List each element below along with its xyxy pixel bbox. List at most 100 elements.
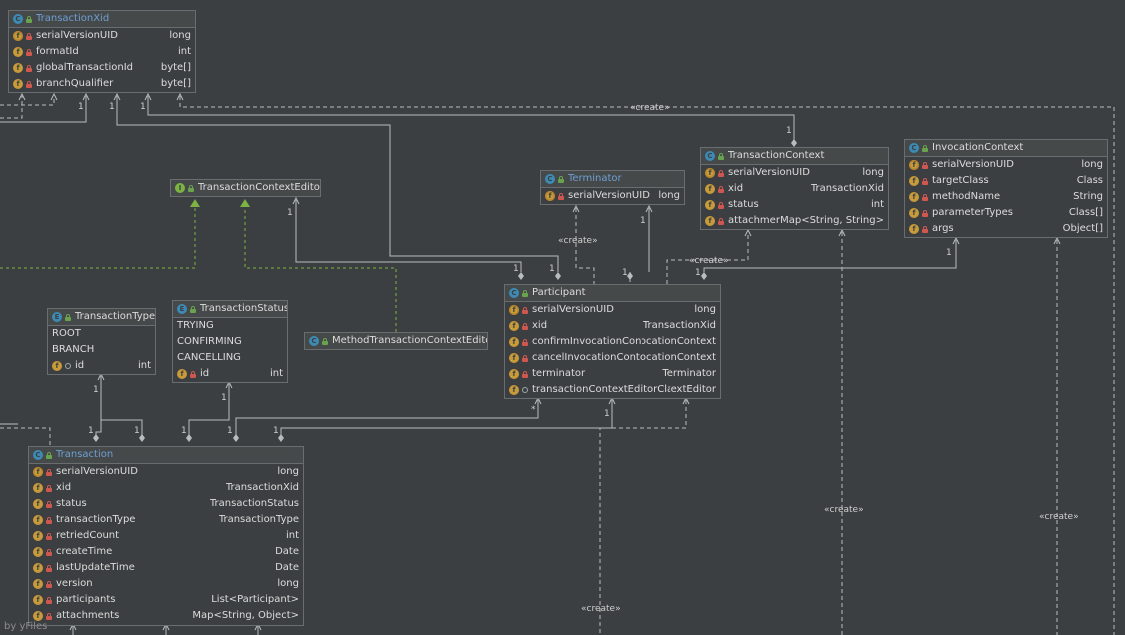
private-icon [922, 209, 928, 217]
multiplicity: 1 [622, 268, 628, 278]
field-type: Date [275, 562, 299, 573]
private-icon [718, 169, 724, 177]
class-header: C Transaction [29, 447, 303, 464]
field-name: cancelInvocationContext [532, 352, 642, 363]
class-icon: C [309, 336, 319, 346]
field-row: fconfirmInvocationContextInvocationConte… [505, 334, 720, 350]
private-icon [522, 306, 528, 314]
field-name: attachments [728, 215, 781, 226]
enum-constant: BRANCH [48, 342, 155, 358]
class-header: C Participant [505, 285, 720, 302]
field-type: TransactionXid [225, 482, 299, 493]
multiplicity: 1 [134, 426, 140, 436]
class-header: I TransactionContextEditor [171, 180, 320, 196]
field-type: Class [1076, 175, 1103, 186]
field-type: long [277, 578, 299, 589]
field-icon: f [509, 337, 519, 347]
field-name: transactionType [56, 514, 136, 525]
field-name: status [728, 199, 759, 210]
class-method-transaction-context-editor[interactable]: C MethodTransactionContextEditor [304, 332, 488, 350]
multiplicity: 1 [221, 393, 227, 403]
field-name: attachments [56, 610, 120, 621]
enum-icon: E [177, 304, 187, 314]
edge-create-top [179, 96, 1115, 635]
edge-xid-left-3 [0, 96, 87, 123]
class-name: Transaction [56, 449, 114, 460]
field-name: methodName [932, 191, 1001, 202]
interface-transaction-context-editor[interactable]: I TransactionContextEditor [170, 179, 321, 197]
edge-participant-editor [295, 200, 522, 272]
field-name: terminator [532, 368, 586, 379]
private-icon [522, 370, 528, 378]
private-icon [922, 193, 928, 201]
edge-create-context [666, 232, 749, 284]
field-icon: f [177, 369, 187, 379]
field-type: Map<String, String> [780, 215, 884, 226]
enum-transaction-status[interactable]: E TransactionStatus TRYING CONFIRMING CA… [172, 300, 288, 383]
field-type: String [1073, 191, 1103, 202]
create-label-terminator: «create» [558, 236, 598, 246]
static-field-icon: f [13, 31, 23, 41]
field-type: long [694, 304, 716, 315]
static-field-icon: f [909, 160, 919, 170]
field-name: branchQualifier [36, 78, 114, 89]
multiplicity: 1 [273, 426, 279, 436]
class-icon: C [909, 143, 919, 153]
field-name: serialVersionUID [568, 190, 650, 201]
field-icon: f [33, 515, 43, 525]
multiplicity: 1 [109, 102, 115, 112]
edge-realization-2 [244, 207, 397, 332]
enum-icon: E [52, 312, 62, 322]
class-icon: C [545, 174, 555, 184]
public-icon [190, 305, 196, 313]
edge-transaction-participant [235, 400, 539, 438]
multiplicity: 1 [513, 264, 519, 274]
private-icon [558, 192, 564, 200]
private-icon [522, 338, 528, 346]
static-field-icon: f [705, 168, 715, 178]
multiplicity: 1 [604, 409, 610, 419]
create-label-participant-down: «create» [581, 604, 621, 614]
private-icon [46, 468, 52, 476]
field-type: long [169, 30, 191, 41]
class-header: C TransactionXid [9, 11, 195, 28]
private-icon [46, 580, 52, 588]
field-icon: f [33, 579, 43, 589]
field-icon: f [13, 79, 23, 89]
enum-constant: CANCELLING [173, 350, 287, 366]
field-icon: f [33, 563, 43, 573]
field-icon: f [509, 353, 519, 363]
edge-transaction-participant-2 [280, 400, 613, 438]
class-icon: C [705, 151, 715, 161]
multiplicity: 1 [786, 126, 792, 136]
public-icon [65, 313, 71, 321]
field-type: long [862, 167, 884, 178]
field-type: byte[] [160, 62, 191, 73]
field-name: id [75, 360, 85, 371]
constant-name: BRANCH [52, 344, 95, 355]
field-name: serialVersionUID [728, 167, 810, 178]
field-name: serialVersionUID [532, 304, 614, 315]
field-name: xid [56, 482, 72, 493]
field-type: long [658, 190, 680, 201]
field-icon: f [13, 47, 23, 57]
edge-participant-xid [116, 96, 559, 272]
field-type: int [269, 368, 283, 379]
class-icon: C [509, 288, 519, 298]
